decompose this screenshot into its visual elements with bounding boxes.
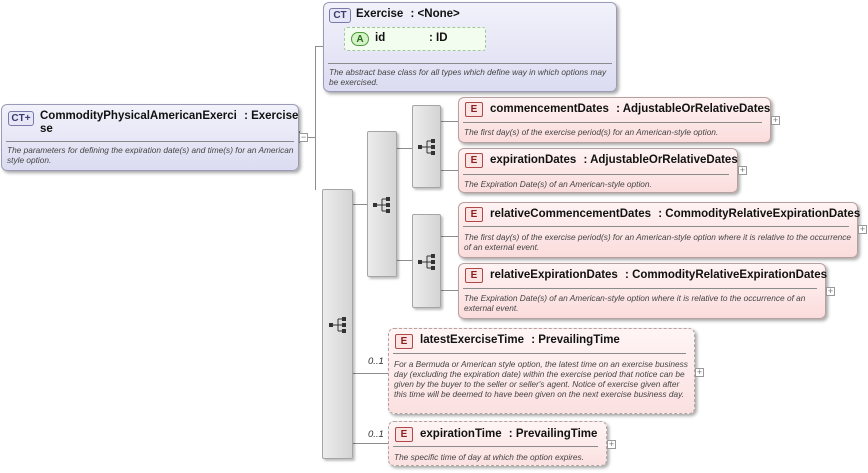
base-complex-type[interactable]: CT Exercise : <None> A id : ID The abstr… — [323, 2, 617, 92]
connector — [353, 443, 388, 444]
element-type: : CommodityRelativeExpirationDates — [625, 269, 827, 281]
element-doc: The first day(s) of the exercise period(… — [464, 127, 719, 137]
connector — [397, 148, 412, 149]
element-commencement-dates[interactable]: E commencementDates : AdjustableOrRelati… — [458, 97, 771, 143]
divider — [6, 141, 294, 142]
connector — [315, 46, 316, 190]
connector — [441, 290, 458, 291]
connector — [441, 170, 458, 171]
sequence-compositor[interactable] — [367, 131, 397, 277]
element-icon: E — [465, 153, 483, 168]
type-name-wrap: se — [40, 123, 53, 135]
element-name: expirationTime — [420, 428, 502, 440]
element-name: relativeExpirationDates — [490, 269, 618, 281]
element-type: : CommodityRelativeExpirationDates — [658, 208, 861, 220]
type-base: : <None> — [410, 8, 460, 20]
divider — [463, 226, 849, 227]
divider — [328, 63, 612, 64]
element-doc: The Expiration Date(s) of an American-st… — [464, 179, 652, 189]
element-latest-exercise-time[interactable]: E latestExerciseTime : PrevailingTime Fo… — [388, 328, 695, 414]
type-base: : Exercise — [244, 110, 299, 122]
element-icon: E — [395, 334, 413, 349]
element-expiration-dates[interactable]: E expirationDates : AdjustableOrRelative… — [458, 148, 738, 193]
element-doc: The first day(s) of the exercise period(… — [464, 232, 852, 252]
divider — [463, 288, 817, 289]
multiplicity-label: 0..1 — [368, 429, 384, 440]
complex-type-icon: CT+ — [8, 111, 34, 126]
element-icon: E — [465, 268, 483, 283]
sequence-compositor[interactable] — [322, 189, 353, 459]
divider — [393, 353, 686, 354]
sequence-icon — [373, 197, 390, 213]
connector — [441, 236, 458, 237]
sequence-icon — [329, 317, 346, 333]
element-name: relativeCommencementDates — [490, 208, 652, 220]
element-doc: For a Bermuda or American style option, … — [394, 359, 688, 399]
attribute-name: id — [375, 32, 386, 44]
element-expiration-time[interactable]: E expirationTime : PrevailingTime The sp… — [388, 421, 607, 466]
element-name: expirationDates — [490, 154, 577, 166]
sequence-compositor[interactable] — [412, 214, 441, 308]
main-complex-type[interactable]: CT+ CommodityPhysicalAmericanExerci : Ex… — [1, 104, 299, 171]
sequence-icon — [418, 254, 435, 270]
divider — [393, 446, 598, 447]
collapse-toggle[interactable]: − — [299, 132, 308, 142]
connector — [353, 373, 388, 374]
sequence-icon — [418, 139, 435, 155]
type-name: Exercise — [356, 8, 404, 20]
type-doc: The parameters for defining the expirati… — [7, 145, 294, 165]
expand-toggle[interactable]: + — [607, 439, 616, 449]
element-name: latestExerciseTime — [420, 334, 524, 346]
element-relative-commencement-dates[interactable]: E relativeCommencementDates : CommodityR… — [458, 202, 861, 258]
connector — [353, 204, 367, 205]
element-type: : PrevailingTime — [531, 334, 620, 346]
attribute-icon: A — [351, 32, 369, 46]
element-icon: E — [465, 102, 483, 117]
divider — [463, 122, 762, 123]
expand-toggle[interactable]: + — [695, 367, 704, 377]
element-doc: The specific time of day at which the op… — [394, 452, 585, 462]
element-doc: The Expiration Date(s) of an American-st… — [464, 293, 806, 313]
expand-toggle[interactable]: + — [858, 224, 867, 234]
type-doc: The abstract base class for all types wh… — [329, 67, 607, 87]
attribute-type: : ID — [429, 32, 448, 44]
expand-toggle[interactable]: + — [826, 286, 835, 296]
element-name: commencementDates — [490, 103, 609, 115]
multiplicity-label: 0..1 — [368, 356, 384, 367]
connector — [315, 46, 323, 47]
connector — [397, 260, 412, 261]
element-icon: E — [395, 427, 413, 442]
element-icon: E — [465, 207, 483, 222]
expand-toggle[interactable]: + — [738, 165, 747, 175]
element-type: : AdjustableOrRelativeDates — [616, 103, 771, 115]
element-relative-expiration-dates[interactable]: E relativeExpirationDates : CommodityRel… — [458, 263, 827, 319]
element-type: : AdjustableOrRelativeDates — [583, 154, 738, 166]
attribute-id[interactable]: A id : ID — [344, 27, 486, 51]
complex-type-icon: CT — [329, 8, 351, 23]
type-name: CommodityPhysicalAmericanExerci — [40, 110, 237, 122]
sequence-compositor[interactable] — [412, 105, 441, 188]
expand-toggle[interactable]: + — [771, 115, 780, 125]
divider — [463, 174, 729, 175]
connector — [441, 121, 458, 122]
element-type: : PrevailingTime — [508, 428, 598, 440]
